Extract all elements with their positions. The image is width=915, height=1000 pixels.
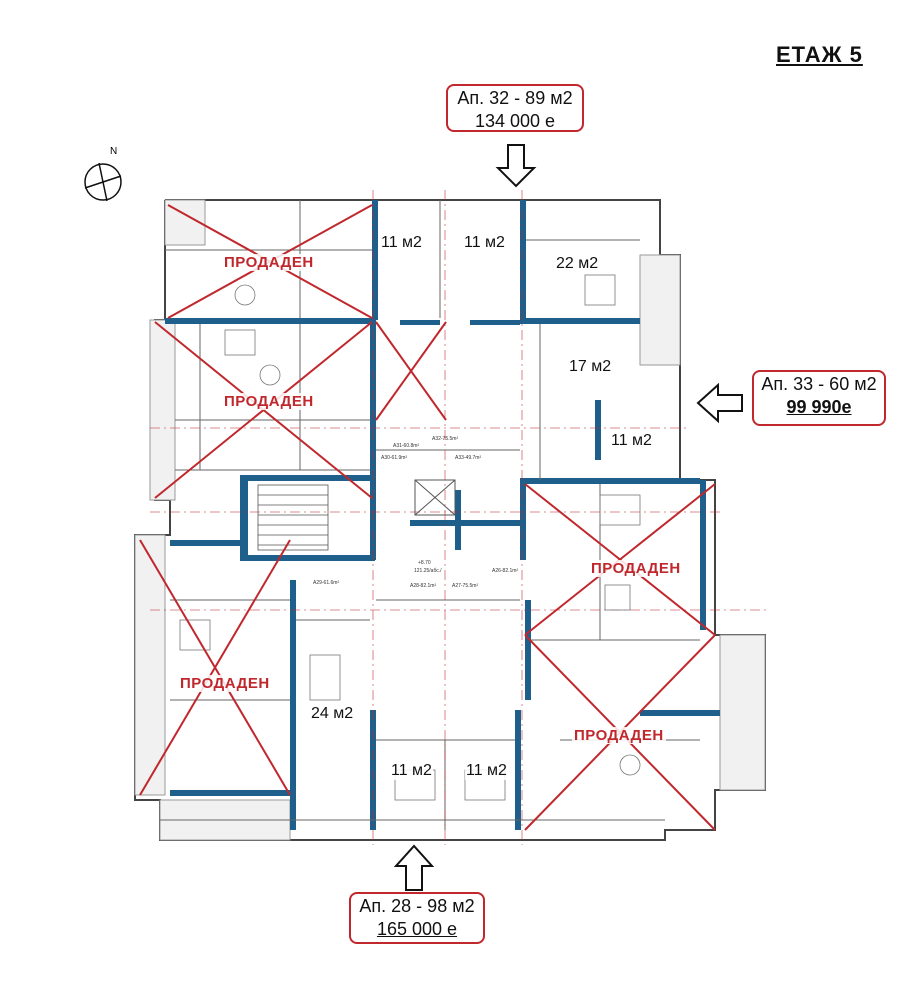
unit-tag: A27-75.5m² xyxy=(452,583,479,589)
callout-apartment-32: Ап. 32 - 89 м2 134 000 е xyxy=(446,84,584,132)
callout-apartment-28-price: 165 000 е xyxy=(376,919,458,939)
unit-tag: A28-82.1m² xyxy=(410,583,437,589)
arrow-left-icon xyxy=(696,382,743,424)
callout-apartment-33-price: 99 990е xyxy=(786,397,852,417)
callout-apartment-33: Ап. 33 - 60 м2 99 990е xyxy=(752,370,886,426)
furniture xyxy=(179,274,641,801)
sold-label-apt26: ПРОДАДЕН xyxy=(572,727,666,744)
sold-label-apt27: ПРОДАДЕН xyxy=(589,560,683,577)
room-area: 11 м2 xyxy=(380,234,423,252)
elevation-tag: 121.25/абс./ xyxy=(414,568,442,574)
elevator xyxy=(414,479,456,516)
balconies xyxy=(134,199,766,841)
room-area: 11 м2 xyxy=(465,762,508,780)
unit-tag: A26-82.1m² xyxy=(492,568,519,574)
staircase xyxy=(257,484,329,551)
room-area: 11 м2 xyxy=(610,432,653,450)
unit-tag: A29-61.6m² xyxy=(313,580,340,586)
sold-label-apt30: ПРОДАДЕН xyxy=(222,393,316,410)
room-area: 24 м2 xyxy=(310,705,355,723)
unit-tag: A30-61.9m² xyxy=(381,455,408,461)
compass-label: N xyxy=(110,146,118,157)
room-area: 17 м2 xyxy=(568,358,613,376)
unit-tag: A31-60.8m² xyxy=(393,443,420,449)
room-area: 11 м2 xyxy=(390,762,433,780)
callout-apartment-32-price: 134 000 е xyxy=(474,111,556,131)
arrow-down-icon xyxy=(495,144,537,188)
callout-apartment-28-area: Ап. 28 - 98 м2 xyxy=(359,896,475,916)
callout-apartment-28: Ап. 28 - 98 м2 165 000 е xyxy=(349,892,485,944)
callout-apartment-32-area: Ап. 32 - 89 м2 xyxy=(457,88,573,108)
sold-label-apt31: ПРОДАДЕН xyxy=(222,254,316,271)
unit-tag: A32-75.5m² xyxy=(432,436,459,442)
callout-apartment-33-area: Ап. 33 - 60 м2 xyxy=(761,374,877,394)
arrow-up-icon xyxy=(393,844,435,891)
compass-icon xyxy=(84,162,122,202)
unit-tag: A33-49.7m² xyxy=(455,455,482,461)
sold-label-apt29: ПРОДАДЕН xyxy=(178,675,272,692)
sold-crosses xyxy=(139,204,716,831)
grid-lines xyxy=(150,190,770,845)
elevation-tag: +8.70 xyxy=(418,560,431,566)
room-area: 22 м2 xyxy=(555,255,600,273)
floor-title: ЕТАЖ 5 xyxy=(776,42,863,67)
room-area: 11 м2 xyxy=(463,234,506,252)
